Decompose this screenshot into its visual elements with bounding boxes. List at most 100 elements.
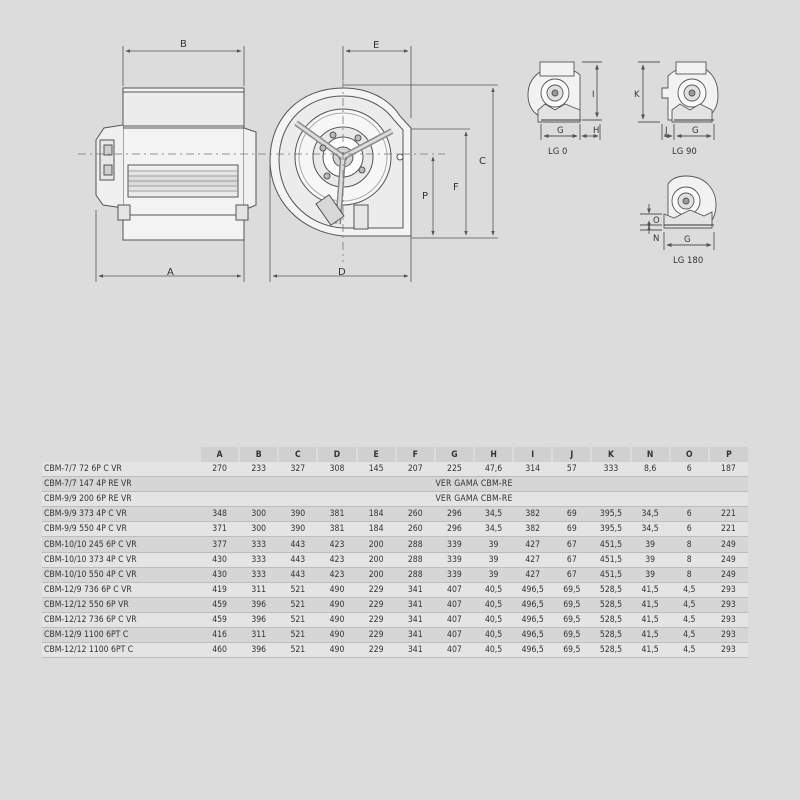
dim-label-d: D <box>338 267 346 278</box>
dim-cell-b: 333 <box>239 552 279 568</box>
dim-cell-c: 390 <box>278 506 318 523</box>
dim-cell-b: 311 <box>239 582 279 598</box>
dim-cell-j: 67 <box>552 567 592 583</box>
dim-cell-b: 300 <box>239 521 279 538</box>
dim-label-p: P <box>422 191 428 202</box>
model-name-cell: CBM-10/10 245 6P C VR <box>42 536 200 553</box>
dim-cell-e: 200 <box>356 567 396 583</box>
dim-cell-o: 6 <box>669 506 709 523</box>
dim-cell-p: 187 <box>708 462 748 478</box>
model-name-cell: CBM-12/9 736 6P C VR <box>42 582 200 598</box>
dim-cell-p: 293 <box>708 612 748 629</box>
range-note-cell: VER GAMA CBM-RE <box>200 491 748 508</box>
dim-cell-e: 200 <box>356 536 396 553</box>
dim-cell-k: 528,5 <box>591 642 631 659</box>
dim-cell-a: 430 <box>200 552 240 568</box>
dim-cell-p: 293 <box>708 627 748 644</box>
dim-cell-a: 371 <box>200 521 240 538</box>
lg90-caption: LG 90 <box>672 147 697 157</box>
dim-cell-o: 6 <box>669 521 709 538</box>
dim-cell-c: 327 <box>278 462 318 478</box>
lg90-label-k: K <box>634 90 640 100</box>
dim-cell-b: 300 <box>239 506 279 523</box>
lg180-label-n: N <box>653 234 659 244</box>
dim-cell-f: 288 <box>395 567 435 583</box>
dimension-labels: B A D E C F P <box>167 39 486 278</box>
dim-cell-n: 41,5 <box>630 597 670 613</box>
dim-cell-g: 407 <box>434 597 474 613</box>
dim-cell-c: 521 <box>278 642 318 659</box>
dim-cell-i: 427 <box>513 567 553 583</box>
model-name-cell: CBM-7/7 147 4P RE VR <box>42 476 200 493</box>
dim-cell-g: 407 <box>434 642 474 659</box>
model-name-cell: CBM-12/12 1100 6PT C <box>42 642 200 659</box>
dim-cell-p: 293 <box>708 597 748 613</box>
dim-cell-d: 490 <box>317 642 357 659</box>
side-view <box>95 87 257 241</box>
dim-cell-d: 490 <box>317 612 357 629</box>
dim-cell-f: 288 <box>395 552 435 568</box>
dim-cell-n: 39 <box>630 552 670 568</box>
dim-cell-d: 490 <box>317 597 357 613</box>
dim-label-b: B <box>180 39 187 50</box>
model-name-cell: CBM-12/9 1100 6PT C <box>42 627 200 644</box>
dim-cell-e: 229 <box>356 597 396 613</box>
table-header-j: J <box>551 447 592 462</box>
dim-cell-g: 339 <box>434 567 474 583</box>
dim-cell-i: 496,5 <box>513 627 553 644</box>
lg180-label-g: G <box>684 235 691 245</box>
table-header-h: H <box>472 447 514 462</box>
table-header-c: C <box>277 447 318 462</box>
dim-cell-o: 4,5 <box>669 612 709 629</box>
dim-cell-j: 57 <box>552 462 592 478</box>
dim-cell-p: 221 <box>708 506 748 523</box>
dim-cell-f: 341 <box>395 582 435 598</box>
dim-cell-j: 69,5 <box>552 627 592 644</box>
dim-cell-i: 314 <box>513 462 553 478</box>
dim-cell-b: 396 <box>239 612 279 629</box>
dim-cell-a: 460 <box>200 642 240 659</box>
dim-cell-g: 407 <box>434 627 474 644</box>
model-name-cell: CBM-7/7 72 6P C VR <box>42 462 200 478</box>
dim-cell-o: 4,5 <box>669 642 709 659</box>
dim-cell-p: 293 <box>708 642 748 659</box>
dim-cell-n: 41,5 <box>630 582 670 598</box>
dim-cell-p: 249 <box>708 552 748 568</box>
dim-cell-a: 459 <box>200 612 240 629</box>
dim-cell-n: 39 <box>630 536 670 553</box>
dim-cell-e: 184 <box>356 506 396 523</box>
dim-cell-j: 69,5 <box>552 582 592 598</box>
dim-cell-o: 4,5 <box>669 597 709 613</box>
dim-cell-o: 8 <box>669 567 709 583</box>
dim-cell-g: 296 <box>434 506 474 523</box>
dim-cell-b: 333 <box>239 536 279 553</box>
dim-cell-g: 225 <box>434 462 474 478</box>
dim-cell-e: 184 <box>356 521 396 538</box>
table-header-k: K <box>590 447 631 462</box>
dim-cell-h: 40,5 <box>473 627 514 644</box>
table-header-o: O <box>668 447 709 462</box>
model-name-cell: CBM-10/10 550 4P C VR <box>42 567 200 583</box>
dim-cell-o: 4,5 <box>669 582 709 598</box>
dim-cell-k: 528,5 <box>591 597 631 613</box>
orientation-lg0 <box>527 61 602 140</box>
dim-cell-e: 229 <box>356 627 396 644</box>
dim-cell-e: 229 <box>356 582 396 598</box>
dim-cell-h: 40,5 <box>473 642 514 659</box>
dim-cell-d: 381 <box>317 506 357 523</box>
orientation-lg180 <box>640 175 717 250</box>
table-header-n: N <box>629 447 670 462</box>
dim-cell-k: 395,5 <box>591 521 631 538</box>
dim-cell-f: 260 <box>395 506 435 523</box>
dim-cell-g: 407 <box>434 612 474 629</box>
table-header-e: E <box>355 447 396 462</box>
